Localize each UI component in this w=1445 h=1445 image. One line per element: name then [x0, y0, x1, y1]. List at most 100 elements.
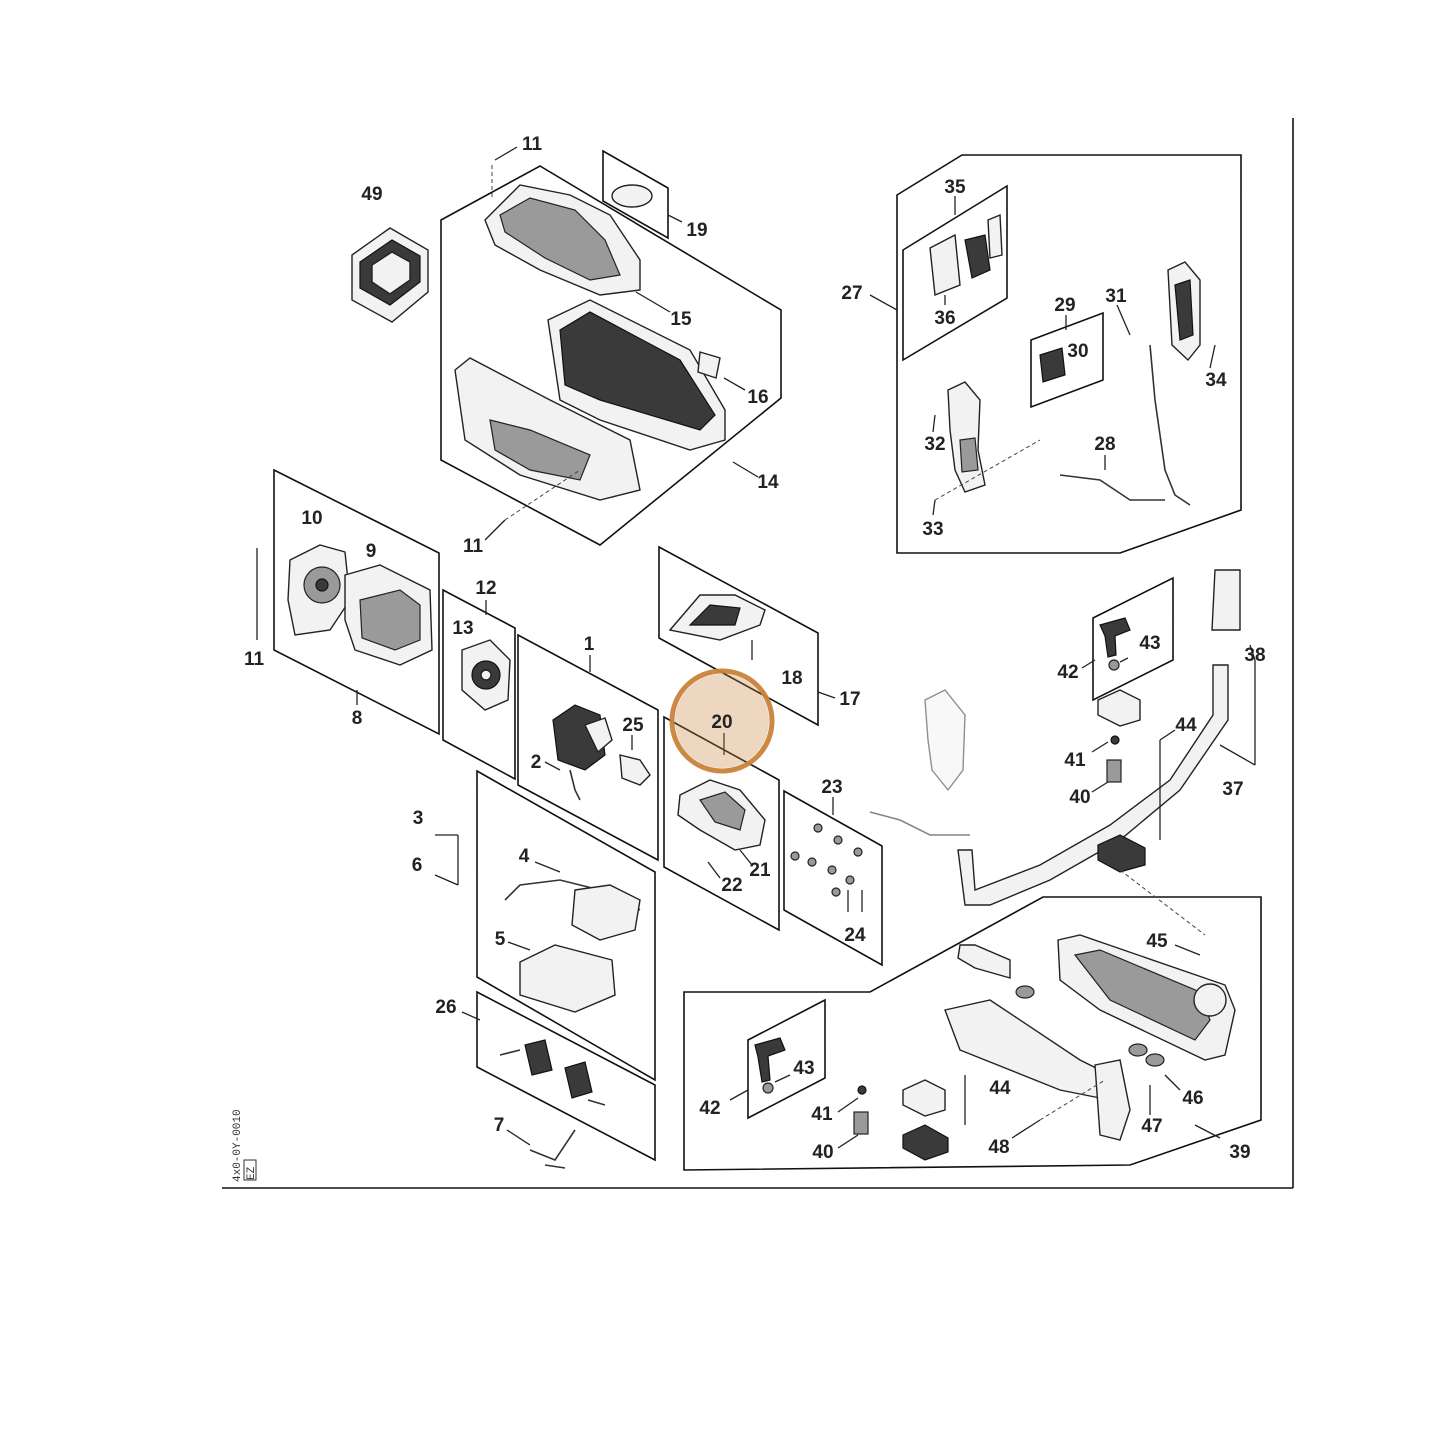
- part-15-housing-top: [484, 184, 641, 296]
- callout-23[interactable]: 23: [821, 777, 842, 798]
- part-40-41-springs-bottom: [853, 1085, 869, 1135]
- callout-35[interactable]: 35: [944, 177, 966, 198]
- callout-13[interactable]: 13: [452, 618, 473, 639]
- side-code: 4x0-0Y-0010: [232, 1109, 244, 1182]
- callout-43[interactable]: 43: [1139, 633, 1160, 654]
- callout-8[interactable]: 8: [352, 708, 363, 729]
- callout-25[interactable]: 25: [622, 715, 644, 736]
- box-42-top: [1092, 576, 1174, 702]
- callout-31[interactable]: 31: [1105, 286, 1127, 307]
- callout-44[interactable]: 44: [989, 1078, 1011, 1099]
- page-frame: [222, 118, 1294, 1189]
- callout-labels: 11 49 19 15 16 14 11 35 27 36 29 31 30 3…: [244, 134, 1266, 1163]
- callout-18[interactable]: 18: [781, 668, 802, 689]
- callout-7[interactable]: 7: [494, 1115, 505, 1136]
- callout-1[interactable]: 1: [584, 634, 595, 655]
- part-29-30-switch: [1039, 347, 1066, 383]
- group-boxes: [273, 149, 1262, 1171]
- callout-47[interactable]: 47: [1141, 1116, 1162, 1137]
- callout-19[interactable]: 19: [686, 220, 707, 241]
- part-16-gasket: [697, 351, 721, 379]
- callout-44[interactable]: 44: [1175, 715, 1197, 736]
- callout-10[interactable]: 10: [301, 508, 322, 529]
- part-7-clip: [529, 1129, 576, 1169]
- callout-32[interactable]: 32: [924, 434, 945, 455]
- part-9-fan-housing: [344, 564, 433, 666]
- callout-37[interactable]: 37: [1222, 779, 1243, 800]
- part-44-clamp-top: [1097, 689, 1146, 873]
- part-12-impeller: [461, 639, 511, 711]
- callout-40[interactable]: 40: [1069, 787, 1090, 808]
- box-3-6: [476, 769, 656, 1082]
- callout-49[interactable]: 49: [361, 184, 382, 205]
- callout-39[interactable]: 39: [1229, 1142, 1250, 1163]
- part-4-wiring: [504, 879, 641, 941]
- box-26: [476, 990, 656, 1162]
- callout-11[interactable]: 11: [463, 536, 484, 557]
- callout-27[interactable]: 27: [841, 283, 862, 304]
- box-1: [517, 633, 659, 862]
- box-20: [663, 715, 780, 932]
- callout-6[interactable]: 6: [412, 855, 423, 876]
- side-tag-box: [243, 1159, 257, 1181]
- callout-2[interactable]: 2: [531, 752, 542, 773]
- part-17-cover: [668, 594, 766, 641]
- box-12: [442, 588, 516, 781]
- callout-38[interactable]: 38: [1244, 645, 1265, 666]
- callout-5[interactable]: 5: [495, 929, 506, 950]
- box-29: [1030, 311, 1104, 409]
- callout-29[interactable]: 29: [1054, 295, 1075, 316]
- part-44-clamp-bottom: [902, 1079, 949, 1161]
- callout-45[interactable]: 45: [1146, 931, 1168, 952]
- callout-22[interactable]: 22: [721, 875, 742, 896]
- part-housing-lower: [454, 357, 641, 501]
- box-housing: [440, 165, 782, 546]
- callout-46[interactable]: 46: [1182, 1088, 1203, 1109]
- part-20-bracket: [677, 779, 766, 851]
- part-ghost-handle: [869, 689, 970, 836]
- callout-9[interactable]: 9: [366, 541, 377, 562]
- callout-16[interactable]: 16: [747, 387, 768, 408]
- callout-15[interactable]: 15: [670, 309, 692, 330]
- callout-3[interactable]: 3: [413, 808, 424, 829]
- part-42-43-knob-top: [1099, 617, 1131, 671]
- callout-48[interactable]: 48: [988, 1137, 1009, 1158]
- part-26-switches: [499, 1039, 606, 1106]
- box-23: [783, 789, 883, 967]
- callout-30[interactable]: 30: [1067, 341, 1088, 362]
- leader-lines: [256, 146, 1256, 1149]
- box-27: [896, 154, 1242, 554]
- callout-28[interactable]: 28: [1094, 434, 1115, 455]
- side-tag: EZ: [246, 1166, 258, 1180]
- callout-20[interactable]: 20: [711, 712, 732, 733]
- callout-24[interactable]: 24: [844, 925, 866, 946]
- part-5-cover: [519, 944, 616, 1013]
- callout-42[interactable]: 42: [699, 1098, 720, 1119]
- callout-41[interactable]: 41: [1064, 750, 1086, 771]
- part-38-handle-grip: [1211, 569, 1241, 631]
- callout-42[interactable]: 42: [1057, 662, 1078, 683]
- box-39: [683, 896, 1262, 1171]
- box-42-bottom: [747, 998, 826, 1120]
- callout-17[interactable]: 17: [839, 689, 860, 710]
- callout-21[interactable]: 21: [749, 860, 771, 881]
- callout-4[interactable]: 4: [519, 846, 530, 867]
- highlight-callout-20[interactable]: 20: [669, 668, 775, 774]
- callout-12[interactable]: 12: [475, 578, 496, 599]
- callout-11[interactable]: 11: [522, 134, 543, 155]
- callout-34[interactable]: 34: [1205, 370, 1227, 391]
- part-39-shaft: [944, 934, 1236, 1141]
- box-17: [658, 545, 819, 727]
- callout-26[interactable]: 26: [435, 997, 456, 1018]
- callout-43[interactable]: 43: [793, 1058, 814, 1079]
- part-1-motor: [552, 704, 613, 801]
- callout-36[interactable]: 36: [934, 308, 955, 329]
- callout-14[interactable]: 14: [757, 472, 779, 493]
- callout-11[interactable]: 11: [244, 649, 265, 670]
- box-19: [602, 149, 669, 240]
- callout-33[interactable]: 33: [922, 519, 943, 540]
- callout-40[interactable]: 40: [812, 1142, 833, 1163]
- callout-41[interactable]: 41: [811, 1104, 833, 1125]
- part-27-handle: [1059, 261, 1201, 506]
